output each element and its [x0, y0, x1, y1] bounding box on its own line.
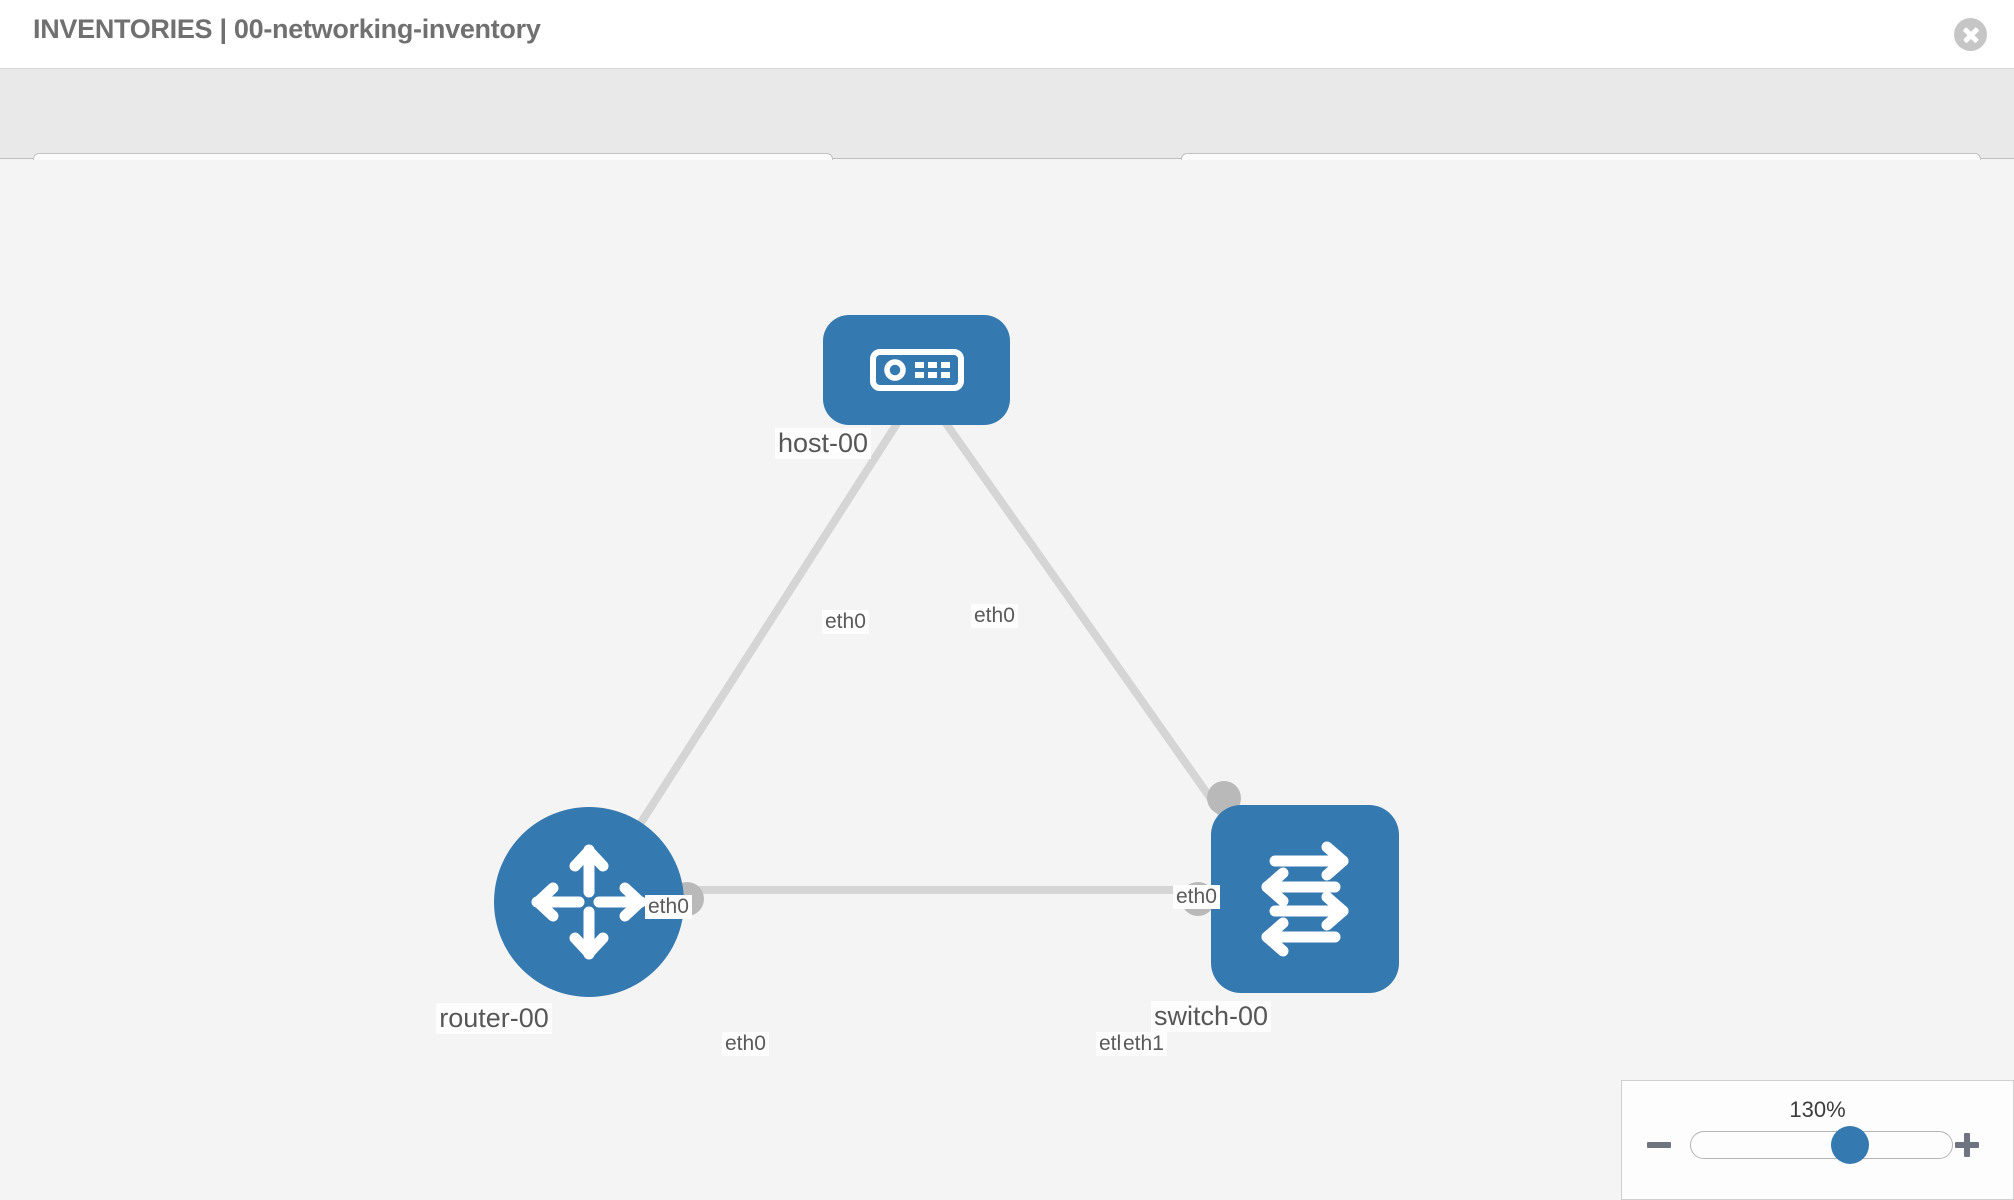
edge-label-host-right: eth0 — [971, 604, 1018, 628]
zoom-out-button[interactable] — [1644, 1130, 1674, 1160]
zoom-slider[interactable] — [1690, 1126, 1953, 1164]
edge-label-switch-up: eth0 — [1173, 885, 1220, 909]
switch-node-label: switch-00 — [1150, 1001, 1272, 1032]
close-icon[interactable] — [1954, 18, 1987, 51]
switch-node-shape[interactable] — [1211, 805, 1399, 993]
topology-links — [613, 419, 1244, 894]
edge-label-switch-left: eth1 — [1120, 1032, 1167, 1056]
link-host-switch — [941, 419, 1244, 843]
router-node-label: router-00 — [436, 1003, 552, 1034]
zoom-level-label: 130% — [1789, 1097, 1846, 1122]
switch-arrows-icon — [1261, 841, 1349, 957]
topology-canvas[interactable]: host-00 router-00 — [0, 160, 2014, 1200]
host-node-label: host-00 — [774, 428, 872, 459]
server-icon — [869, 349, 964, 391]
edge-label-router-right: eth0 — [722, 1032, 769, 1056]
zoom-in-button[interactable] — [1952, 1130, 1982, 1160]
edge-label-router-up: eth0 — [645, 895, 692, 919]
page-title: INVENTORIES | 00-networking-inventory — [33, 14, 541, 44]
host-node-shape[interactable] — [823, 315, 1010, 425]
link-host-router — [613, 419, 902, 863]
router-arrows-icon — [531, 844, 647, 960]
edge-label-host-left: eth0 — [822, 610, 869, 634]
zoom-control-panel: 130% — [1621, 1080, 2014, 1200]
toolbar: ACTIONS SEARCH — [0, 69, 2014, 205]
zoom-slider-thumb[interactable] — [1831, 1126, 1870, 1164]
page-header: INVENTORIES | 00-networking-inventory — [0, 0, 2014, 69]
